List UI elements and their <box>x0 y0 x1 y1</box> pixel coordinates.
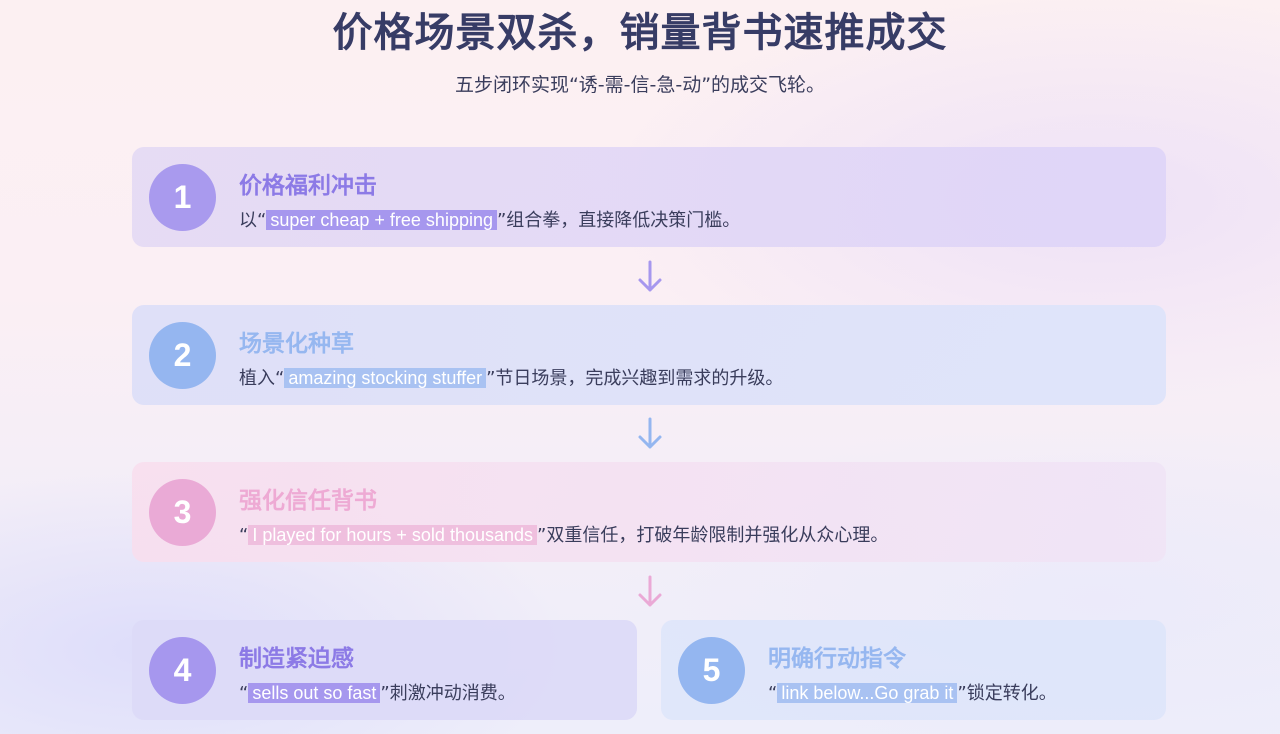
step-title: 场景化种草 <box>239 331 354 357</box>
arrow-down-icon <box>638 260 662 292</box>
desc-suffix: ”节日场景，完成兴趣到需求的升级。 <box>486 368 784 389</box>
step-number-badge: 4 <box>149 637 216 704</box>
step-number-badge: 5 <box>678 637 745 704</box>
arrow-down-icon <box>638 417 662 449</box>
step-card-1: 1 价格福利冲击 以“super cheap + free shipping”组… <box>132 147 1166 247</box>
highlighted-quote: I played for hours + sold thousands <box>248 525 538 545</box>
desc-prefix: “ <box>239 525 249 546</box>
step-card-3: 3 强化信任背书 “I played for hours + sold thou… <box>132 462 1166 562</box>
step-card-5: 5 明确行动指令 “link below...Go grab it”锁定转化。 <box>661 620 1166 720</box>
step-description: “I played for hours + sold thousands”双重信… <box>239 522 888 549</box>
header: 价格场景双杀，销量背书速推成交 五步闭环实现“诱-需-信-急-动”的成交飞轮。 <box>0 0 1280 98</box>
step-description: 植入“amazing stocking stuffer”节日场景，完成兴趣到需求… <box>239 365 783 392</box>
arrow-down-icon <box>638 575 662 607</box>
page-subtitle: 五步闭环实现“诱-需-信-急-动”的成交飞轮。 <box>454 74 826 96</box>
desc-prefix: 植入“ <box>239 368 285 389</box>
desc-suffix: ”组合拳，直接降低决策门槛。 <box>496 210 741 231</box>
desc-suffix: ”双重信任，打破年龄限制并强化从众心理。 <box>537 525 889 546</box>
step-title: 价格福利冲击 <box>239 173 377 199</box>
highlighted-quote: link below...Go grab it <box>777 683 958 703</box>
step-card-4: 4 制造紧迫感 “sells out so fast”刺激冲动消费。 <box>132 620 637 720</box>
step-title: 强化信任背书 <box>239 488 377 514</box>
step-description: “sells out so fast”刺激冲动消费。 <box>239 680 516 707</box>
desc-prefix: “ <box>768 683 778 704</box>
step-card-2: 2 场景化种草 植入“amazing stocking stuffer”节日场景… <box>132 305 1166 405</box>
desc-prefix: “ <box>239 683 249 704</box>
highlighted-quote: amazing stocking stuffer <box>284 368 487 388</box>
highlighted-quote: super cheap + free shipping <box>266 210 497 230</box>
highlighted-quote: sells out so fast <box>248 683 381 703</box>
page-title: 价格场景双杀，销量背书速推成交 <box>332 10 948 56</box>
step-title: 明确行动指令 <box>768 646 906 672</box>
desc-suffix: ”锁定转化。 <box>957 683 1057 704</box>
step-number-badge: 1 <box>149 164 216 231</box>
desc-suffix: ”刺激冲动消费。 <box>380 683 516 704</box>
step-description: 以“super cheap + free shipping”组合拳，直接降低决策… <box>239 207 740 234</box>
desc-prefix: 以“ <box>239 210 267 231</box>
step-title: 制造紧迫感 <box>239 646 354 672</box>
step-number-badge: 3 <box>149 479 216 546</box>
step-description: “link below...Go grab it”锁定转化。 <box>768 680 1057 707</box>
step-number-badge: 2 <box>149 322 216 389</box>
